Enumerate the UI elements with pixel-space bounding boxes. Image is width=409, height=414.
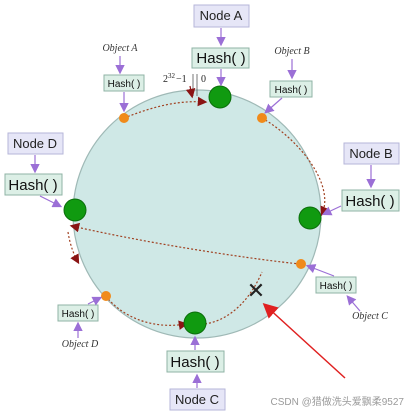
node-c-box: [169, 388, 226, 411]
node-c-hash-label: Hash( ): [170, 354, 219, 371]
node-a-point: [208, 85, 232, 109]
node-d-box: [7, 132, 64, 155]
path-object-a-to-node-a: [123, 96, 208, 119]
object-b-point: [257, 113, 267, 123]
object-d-hash-label: Hash( ): [62, 309, 95, 320]
node-b-hash-box: [341, 189, 400, 212]
node-d-hash-box: [4, 173, 63, 196]
path-node-d-up: [67, 231, 80, 265]
node-a-hash-label: Hash( ): [196, 50, 245, 67]
object-c-label: Object C: [352, 311, 388, 322]
object-d-point: [101, 291, 111, 301]
node-a-label: Node A: [200, 8, 243, 23]
node-d-label: Node D: [13, 136, 57, 151]
watermark: CSDN @猎做洗头爱飘柔9527: [270, 395, 404, 408]
hash-ring: [72, 89, 322, 339]
object-a-hash-box: [103, 74, 145, 92]
path-node-c-curve: [204, 271, 263, 325]
node-b-hash-label: Hash( ): [345, 193, 394, 210]
object-b-label: Object B: [274, 46, 309, 57]
node-a-hash-box: [191, 47, 250, 69]
node-d-hash-label: Hash( ): [8, 177, 57, 194]
object-c-hash-label: Hash( ): [320, 281, 353, 292]
node-c-point: [183, 311, 207, 335]
object-d-hash-box: [57, 304, 99, 322]
object-a-hash-label: Hash( ): [108, 79, 141, 90]
object-a-label: Object A: [102, 43, 138, 54]
node-c-label: Node C: [175, 392, 219, 407]
object-d-label: Object D: [62, 339, 99, 350]
failed-node-marker: ✕: [247, 279, 265, 304]
object-a-point: [119, 113, 129, 123]
object-b-hash-label: Hash( ): [275, 85, 308, 96]
object-b-hash-box: [269, 80, 313, 98]
node-b-box: [343, 142, 400, 165]
object-c-point: [296, 259, 306, 269]
object-c-hash-box: [315, 276, 357, 294]
path-object-c-to-node-d: [69, 222, 301, 265]
node-b-point: [298, 206, 322, 230]
range-min-label: 0: [201, 74, 206, 85]
node-c-hash-box: [166, 350, 225, 373]
node-a-box: [193, 4, 250, 28]
node-d-point: [63, 198, 87, 222]
red-arrow: [262, 302, 346, 379]
node-b-label: Node B: [349, 146, 392, 161]
range-max-label: 232−1: [163, 72, 187, 85]
